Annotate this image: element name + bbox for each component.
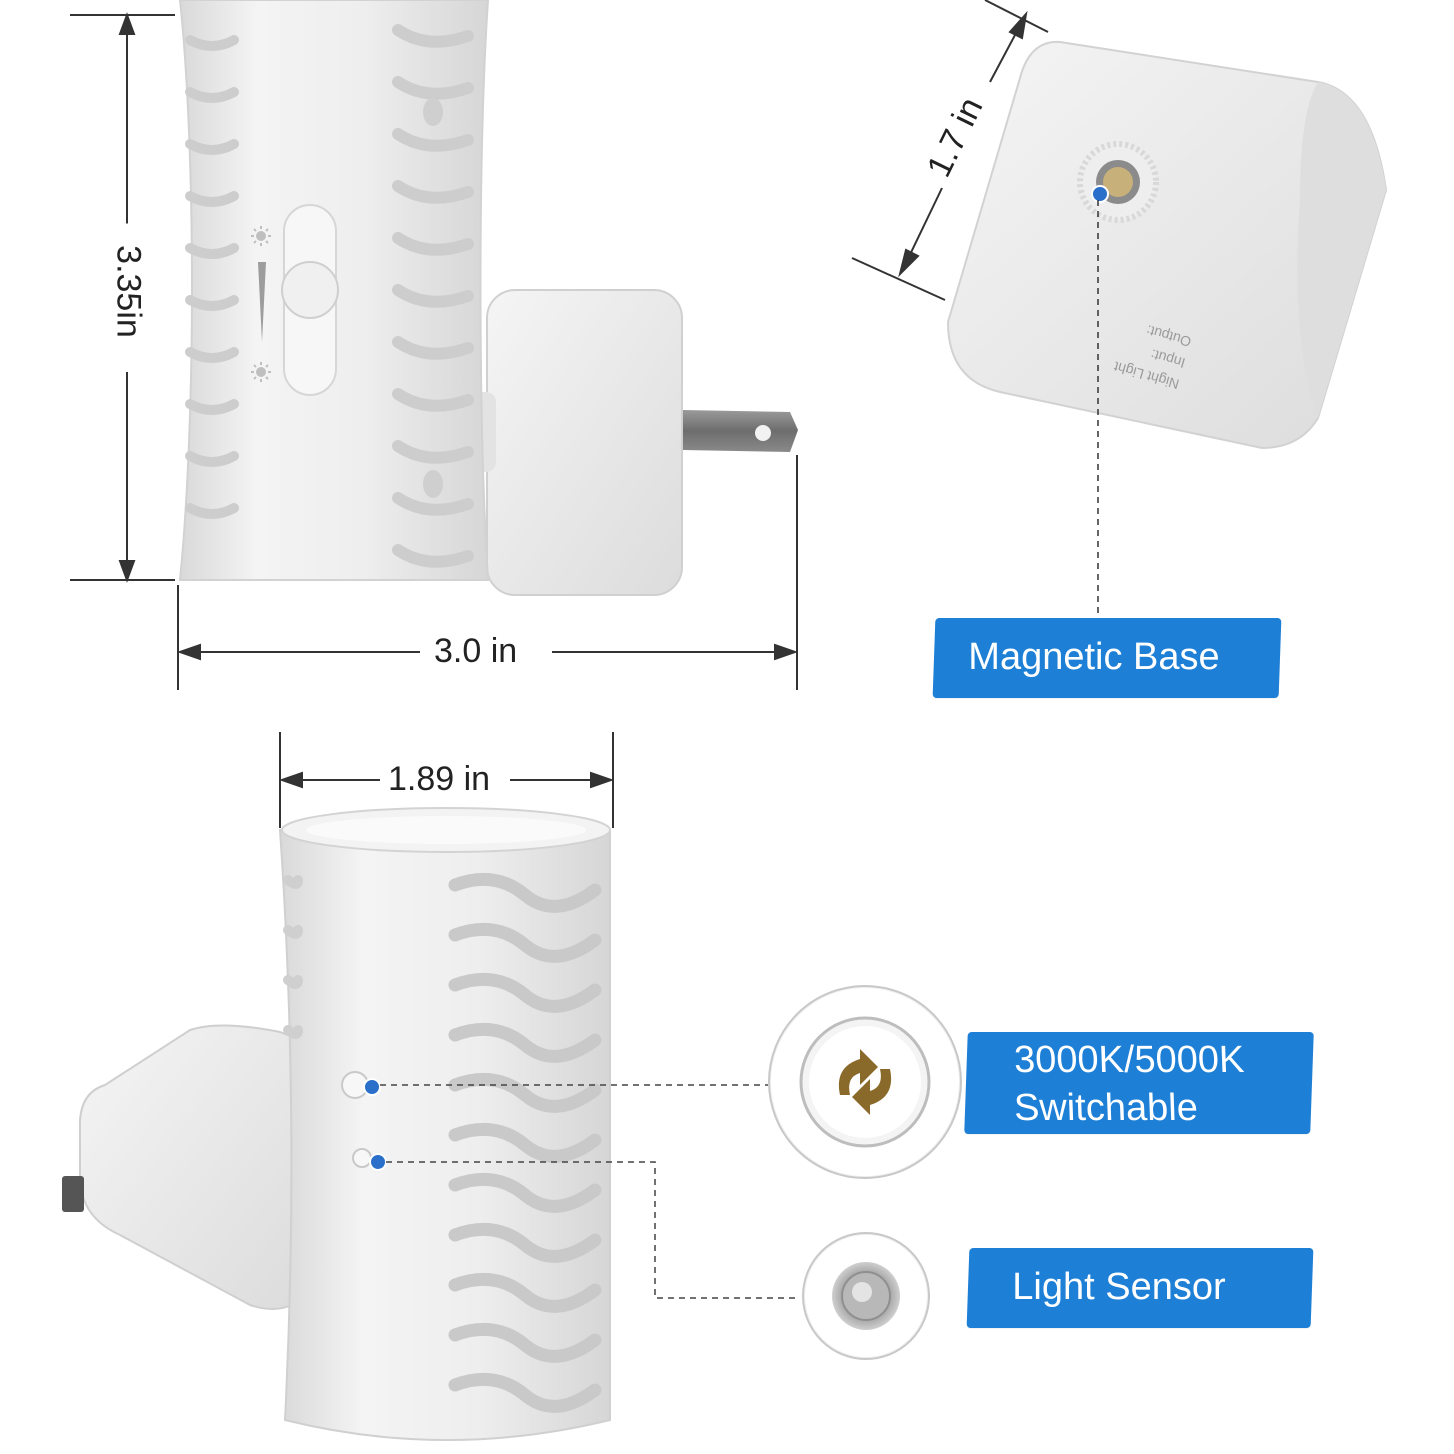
sun-icon — [251, 362, 271, 382]
light-sensor-label: Light Sensor — [1012, 1266, 1226, 1308]
front-view-nightlight — [62, 807, 611, 1441]
side-view-nightlight — [178, 0, 798, 596]
magnetic-base-label: Magnetic Base — [968, 636, 1220, 678]
refresh-arrows-icon — [799, 1016, 931, 1148]
height-dimension-label: 3.35in — [108, 223, 148, 360]
diameter-dimension-label: 1.89 in — [380, 760, 499, 799]
sun-icon — [251, 226, 271, 246]
switchable-label-line2: Switchable — [1013, 1087, 1199, 1129]
light-sensor-icon — [832, 1262, 900, 1330]
light-sensor-detail — [802, 1232, 930, 1360]
switchable-label-line1: 3000K/5000K — [1013, 1039, 1246, 1081]
switchable-callout: 3000K/5000K Switchable — [964, 1032, 1314, 1134]
width-dimension-label: 3.0 in — [426, 632, 526, 671]
magnet-icon — [1077, 141, 1159, 223]
leader-lines — [380, 1084, 800, 1299]
magnetic-base-callout: Magnetic Base — [932, 618, 1282, 698]
switch-button-detail — [768, 985, 962, 1179]
dimension-lines-cube — [851, 0, 1099, 620]
adapter-cube: Night Light Input: Output: — [946, 40, 1388, 450]
dimension-lines-diameter — [278, 732, 615, 828]
dimension-lines-side — [70, 12, 799, 690]
light-sensor-callout: Light Sensor — [966, 1248, 1314, 1328]
